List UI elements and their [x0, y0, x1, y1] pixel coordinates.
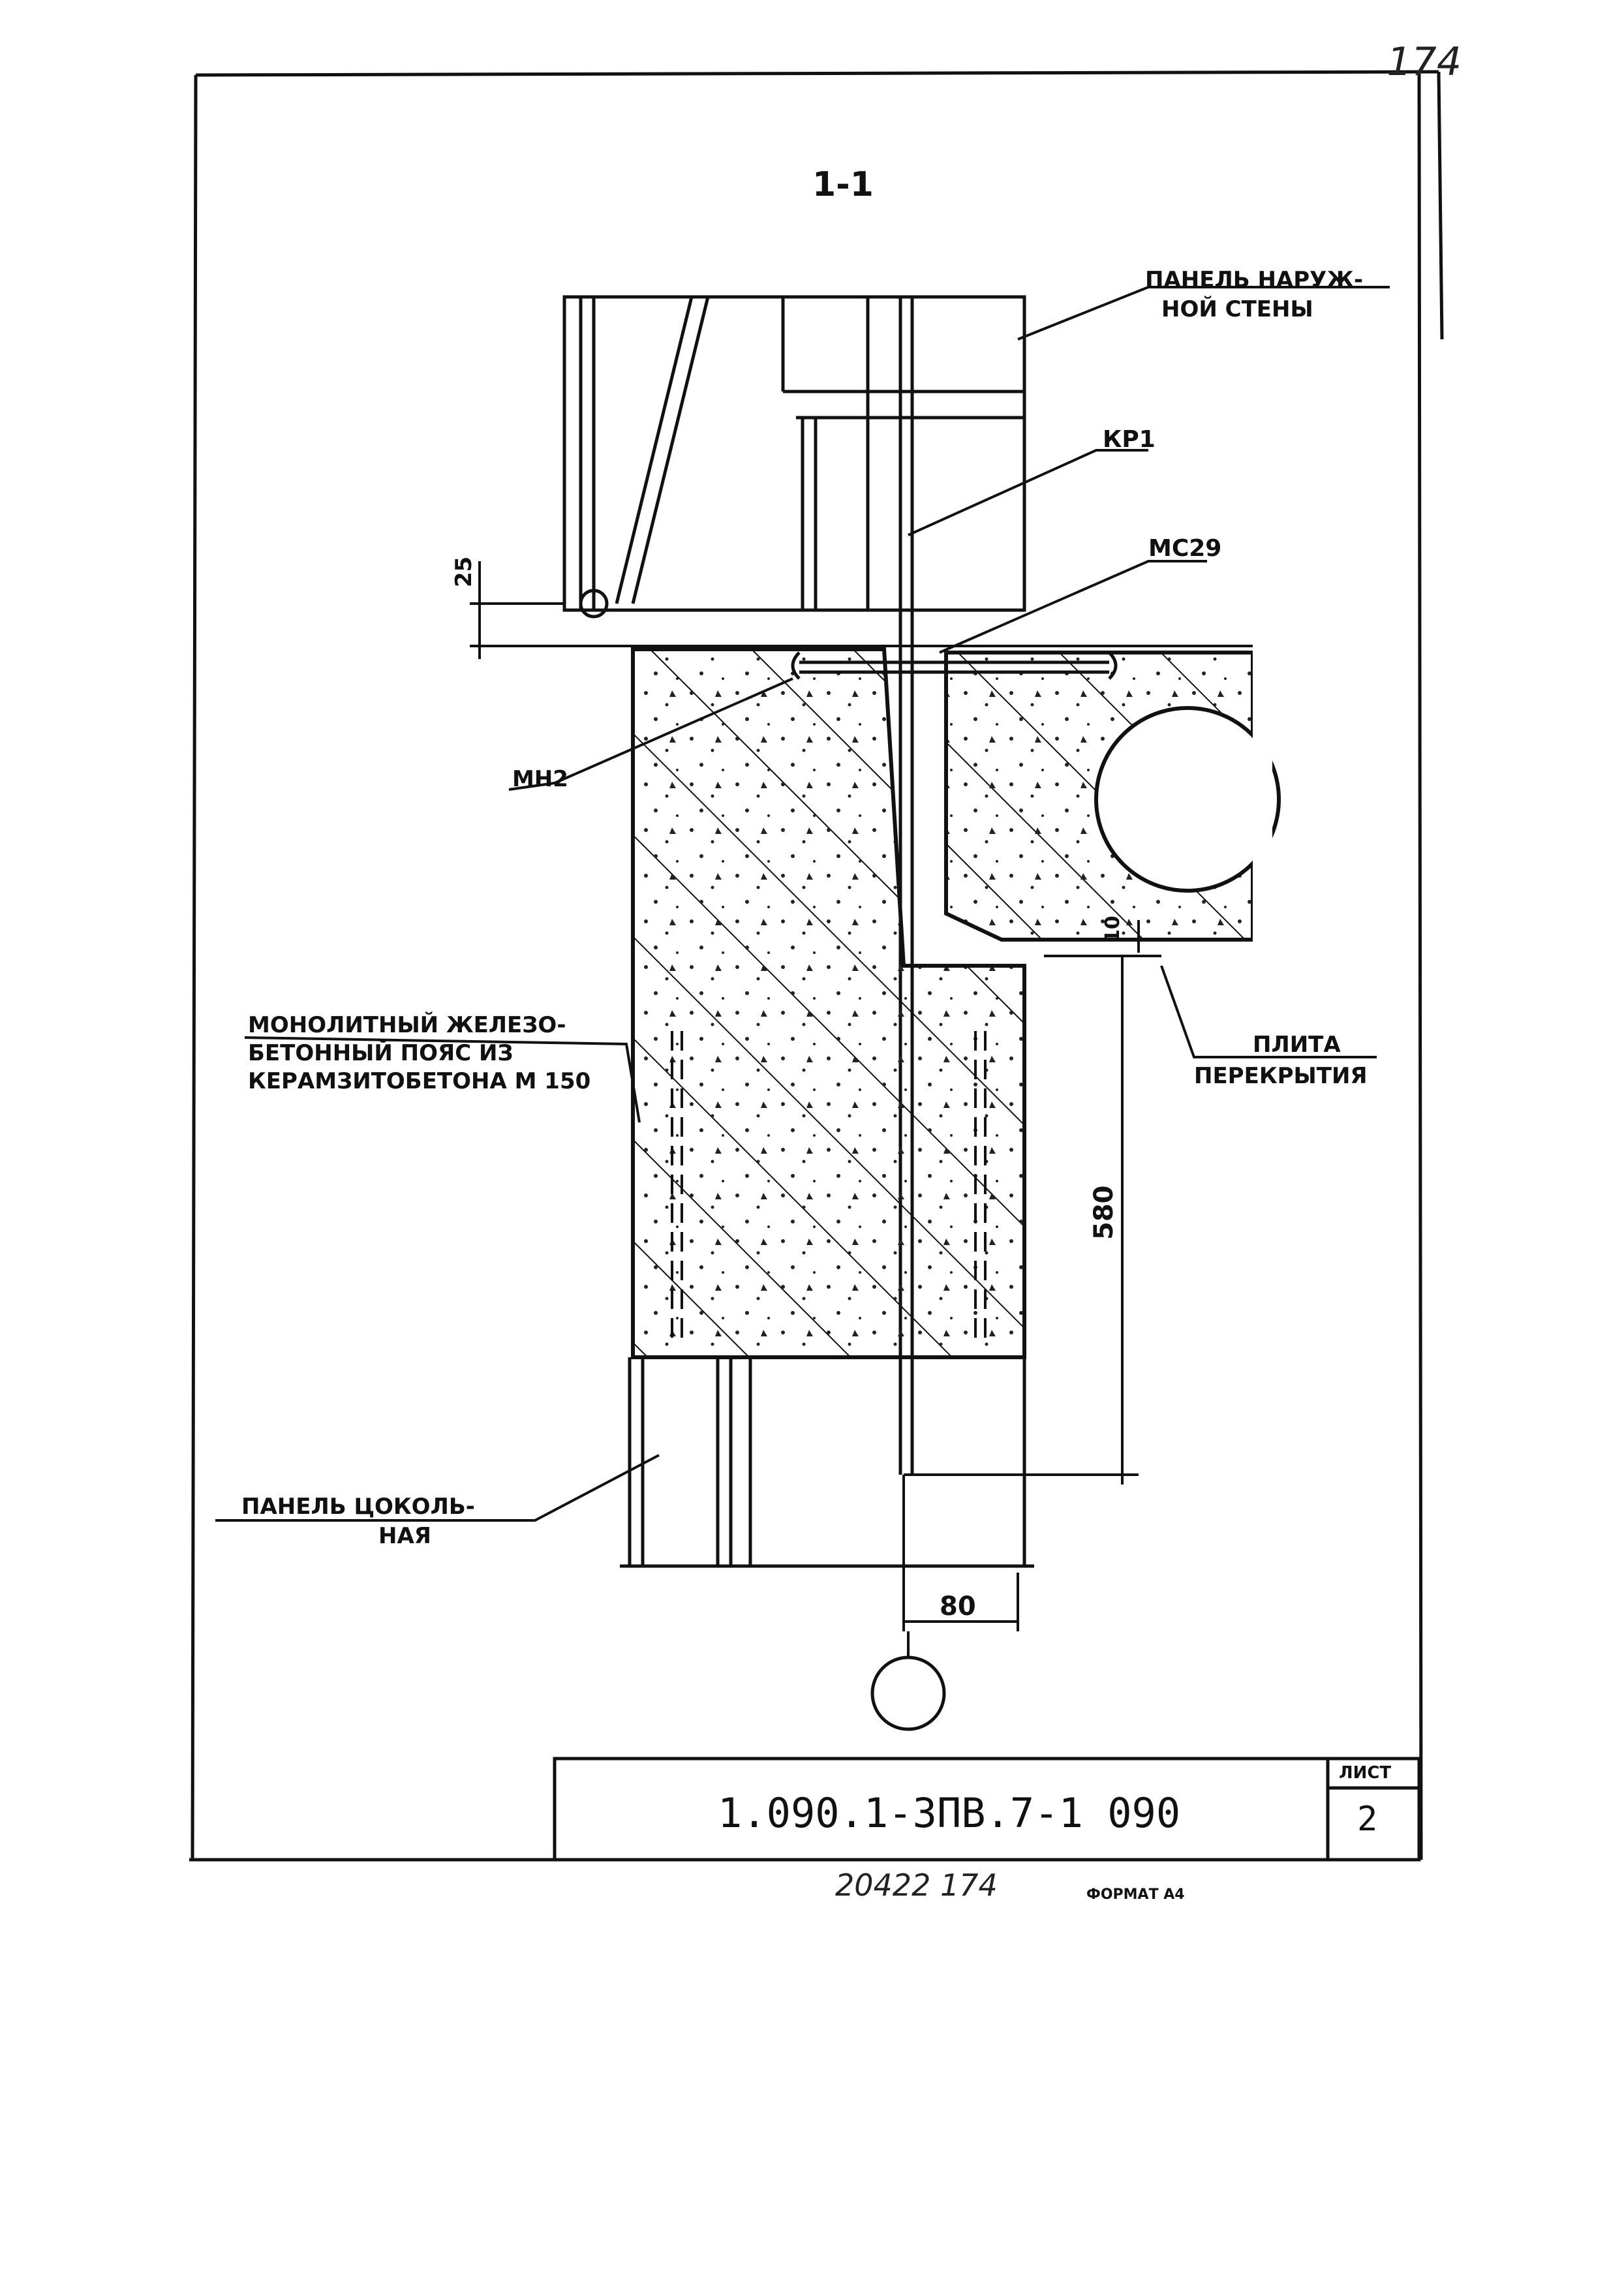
- belt-label-3: КЕРАМЗИТОБЕТОНА М 150: [248, 1068, 590, 1094]
- monolithic-belt: [631, 647, 1026, 1359]
- belt-label-1: МОНОЛИТНЫЙ ЖЕЛЕЗО-: [248, 1011, 566, 1038]
- section-label: 1-1: [812, 165, 874, 204]
- sheet-label: ЛИСТ: [1339, 1763, 1391, 1783]
- outer-wall-panel: [562, 295, 1026, 619]
- title-block: [553, 1757, 1421, 1862]
- axis-marker: [870, 1631, 946, 1731]
- dimension-10-text: 10: [1101, 916, 1124, 943]
- page-number-handwritten: 174: [1387, 39, 1462, 85]
- slab-label-1: ПЛИТА: [1253, 1032, 1341, 1058]
- plinth-panel-label-2: НАЯ: [378, 1523, 431, 1549]
- dimension-25: [470, 561, 1253, 659]
- dimension-80: [902, 1475, 1019, 1631]
- dimension-580-text: 580: [1089, 1186, 1119, 1240]
- document-code: 1.090.1-3ПВ.7-1 090: [718, 1789, 1180, 1837]
- sheet-number: 2: [1357, 1800, 1377, 1839]
- mc29-label: МС29: [1148, 535, 1221, 562]
- outer-wall-panel-label-1: ПАНЕЛЬ НАРУЖ-: [1145, 267, 1363, 293]
- dimension-80-text: 80: [940, 1592, 976, 1622]
- kr1-label: КР1: [1103, 426, 1156, 453]
- outer-wall-panel-label-2: НОЙ СТЕНЫ: [1161, 296, 1313, 322]
- belt-label-2: БЕТОННЫЙ ПОЯС ИЗ: [248, 1039, 513, 1066]
- plinth-panel: [620, 1357, 1034, 1568]
- dimension-580: [904, 920, 1140, 1485]
- slab-label-2: ПЕРЕКРЫТИЯ: [1194, 1063, 1368, 1089]
- floor-slab: [944, 649, 1281, 957]
- joint-gasket: [791, 651, 1118, 680]
- inventory-number-handwritten: 20422 174: [835, 1868, 998, 1903]
- mn2-label: МН2: [512, 766, 568, 792]
- format-label: ФОРМАТ А4: [1086, 1886, 1185, 1903]
- leader-lines: [215, 286, 1390, 1522]
- plinth-panel-label-1: ПАНЕЛЬ ЦОКОЛЬ-: [241, 1494, 475, 1520]
- dimension-25-text: 25: [451, 557, 477, 587]
